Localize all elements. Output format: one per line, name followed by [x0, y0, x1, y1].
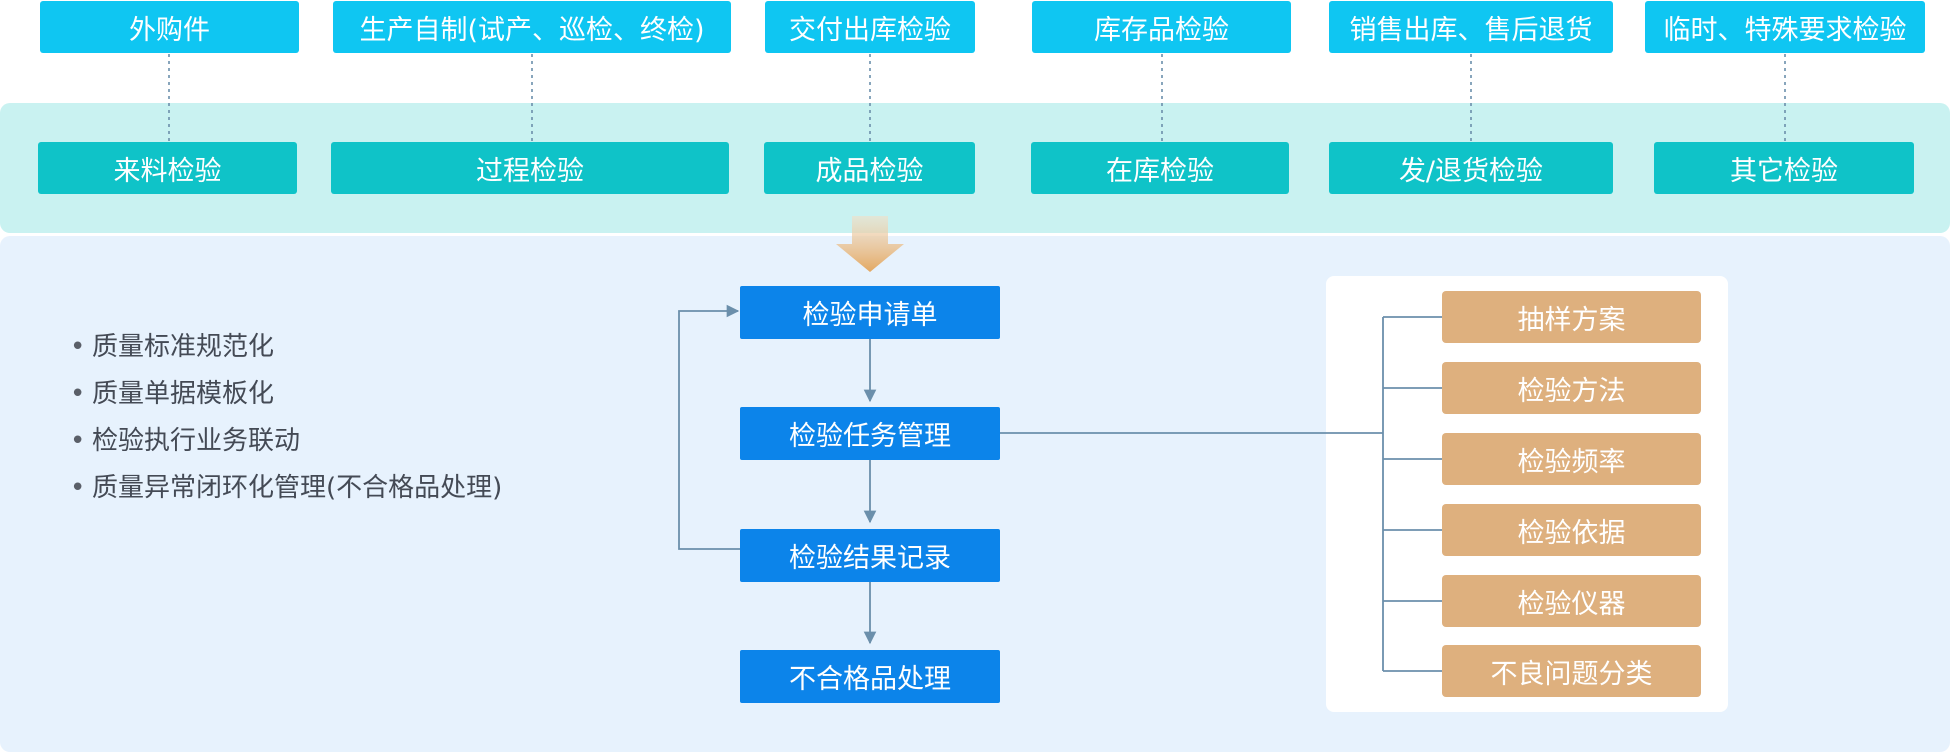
category-process: 过程检验 [331, 142, 729, 194]
flow-result-record: 检验结果记录 [740, 529, 1000, 582]
feedback-loop-arrow [678, 304, 740, 550]
category-in-stock: 在库检验 [1031, 142, 1289, 194]
source-in-house-production: 生产自制(试产、巡检、终检) [333, 1, 731, 53]
feature-list: 质量标准规范化 质量单据模板化 检验执行业务联动 质量异常闭环化管理(不合格品处… [70, 324, 502, 512]
task-config-panel [1326, 276, 1728, 712]
source-purchased-parts: 外购件 [40, 1, 299, 53]
config-inspection-frequency: 检验频率 [1442, 433, 1701, 485]
source-special-requirements: 临时、特殊要求检验 [1645, 1, 1925, 53]
feature-item: 质量异常闭环化管理(不合格品处理) [70, 465, 502, 512]
config-inspection-basis: 检验依据 [1442, 504, 1701, 556]
inspection-category-band [0, 103, 1950, 233]
feature-item: 检验执行业务联动 [70, 418, 502, 465]
category-shipping-return: 发/退货检验 [1329, 142, 1613, 194]
category-finished-goods: 成品检验 [764, 142, 975, 194]
flow-inspection-request: 检验申请单 [740, 286, 1000, 339]
source-inventory-items: 库存品检验 [1032, 1, 1291, 53]
down-arrow-icon [836, 216, 904, 272]
config-inspection-instrument: 检验仪器 [1442, 575, 1701, 627]
config-defect-classification: 不良问题分类 [1442, 645, 1701, 697]
config-sampling-plan: 抽样方案 [1442, 291, 1701, 343]
flow-nonconforming-handling: 不合格品处理 [740, 650, 1000, 703]
category-incoming: 来料检验 [38, 142, 297, 194]
config-inspection-method: 检验方法 [1442, 362, 1701, 414]
source-delivery-outbound: 交付出库检验 [765, 1, 975, 53]
source-sales-returns: 销售出库、售后退货 [1329, 1, 1613, 53]
flow-task-management: 检验任务管理 [740, 407, 1000, 460]
feature-item: 质量单据模板化 [70, 371, 502, 418]
category-other: 其它检验 [1654, 142, 1914, 194]
feature-item: 质量标准规范化 [70, 324, 502, 371]
